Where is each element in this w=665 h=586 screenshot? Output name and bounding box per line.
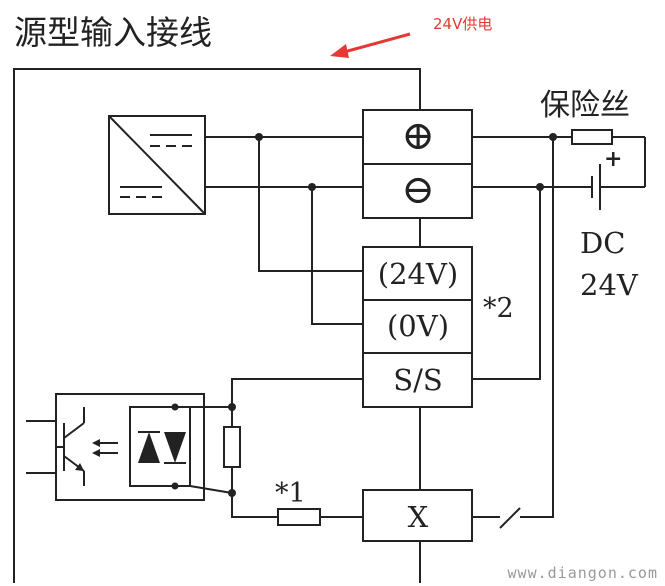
input-switch: [499, 507, 521, 529]
note-1-mark: *1: [275, 478, 306, 509]
terminal-0v: (0V): [387, 309, 449, 343]
internal-resistor: [223, 407, 241, 493]
fuse-label: 保险丝: [540, 88, 630, 123]
voltage-label: 24V: [580, 268, 639, 302]
terminal-x: X: [408, 500, 429, 534]
series-resistor: [277, 508, 321, 526]
internal-wiring: [205, 133, 363, 518]
battery-symbol: [591, 164, 601, 210]
note-2-mark: *2: [483, 293, 514, 324]
terminal-block: [362, 109, 473, 542]
watermark: www.diangon.com: [508, 564, 658, 582]
dc-converter: [108, 115, 206, 215]
terminal-24v: (24V): [378, 257, 458, 291]
battery-plus-sign: +: [604, 146, 622, 172]
optocoupler-circuit: [26, 393, 236, 501]
fuse-symbol: [571, 129, 613, 145]
terminal-minus: ⊖: [401, 167, 435, 213]
supply-annotation: 24V供电: [433, 15, 492, 33]
annotation-arrow-icon: [330, 32, 411, 58]
external-wiring: [472, 133, 646, 518]
terminal-ss: S/S: [393, 363, 443, 397]
diagram-title: 源型输入接线: [14, 13, 212, 52]
plc-enclosure: [13, 68, 421, 583]
terminal-plus: ⊕: [401, 113, 435, 159]
dc-label: DC: [580, 226, 625, 260]
